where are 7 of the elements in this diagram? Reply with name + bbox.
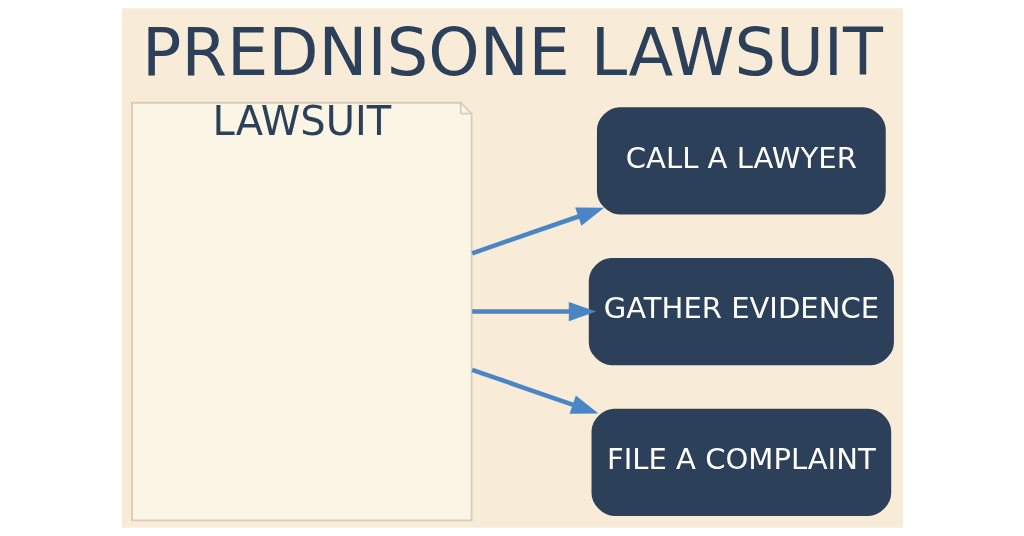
node-box: CALL A LAWYER — [596, 107, 886, 215]
node-box: FILE A COMPLAINT — [591, 408, 891, 516]
node-box: GATHER EVIDENCE — [588, 258, 894, 366]
arrow — [471, 302, 596, 322]
arrow — [470, 207, 604, 256]
arrow — [470, 367, 598, 414]
diagram-title: PREDNISONE LAWSUIT — [141, 14, 883, 91]
